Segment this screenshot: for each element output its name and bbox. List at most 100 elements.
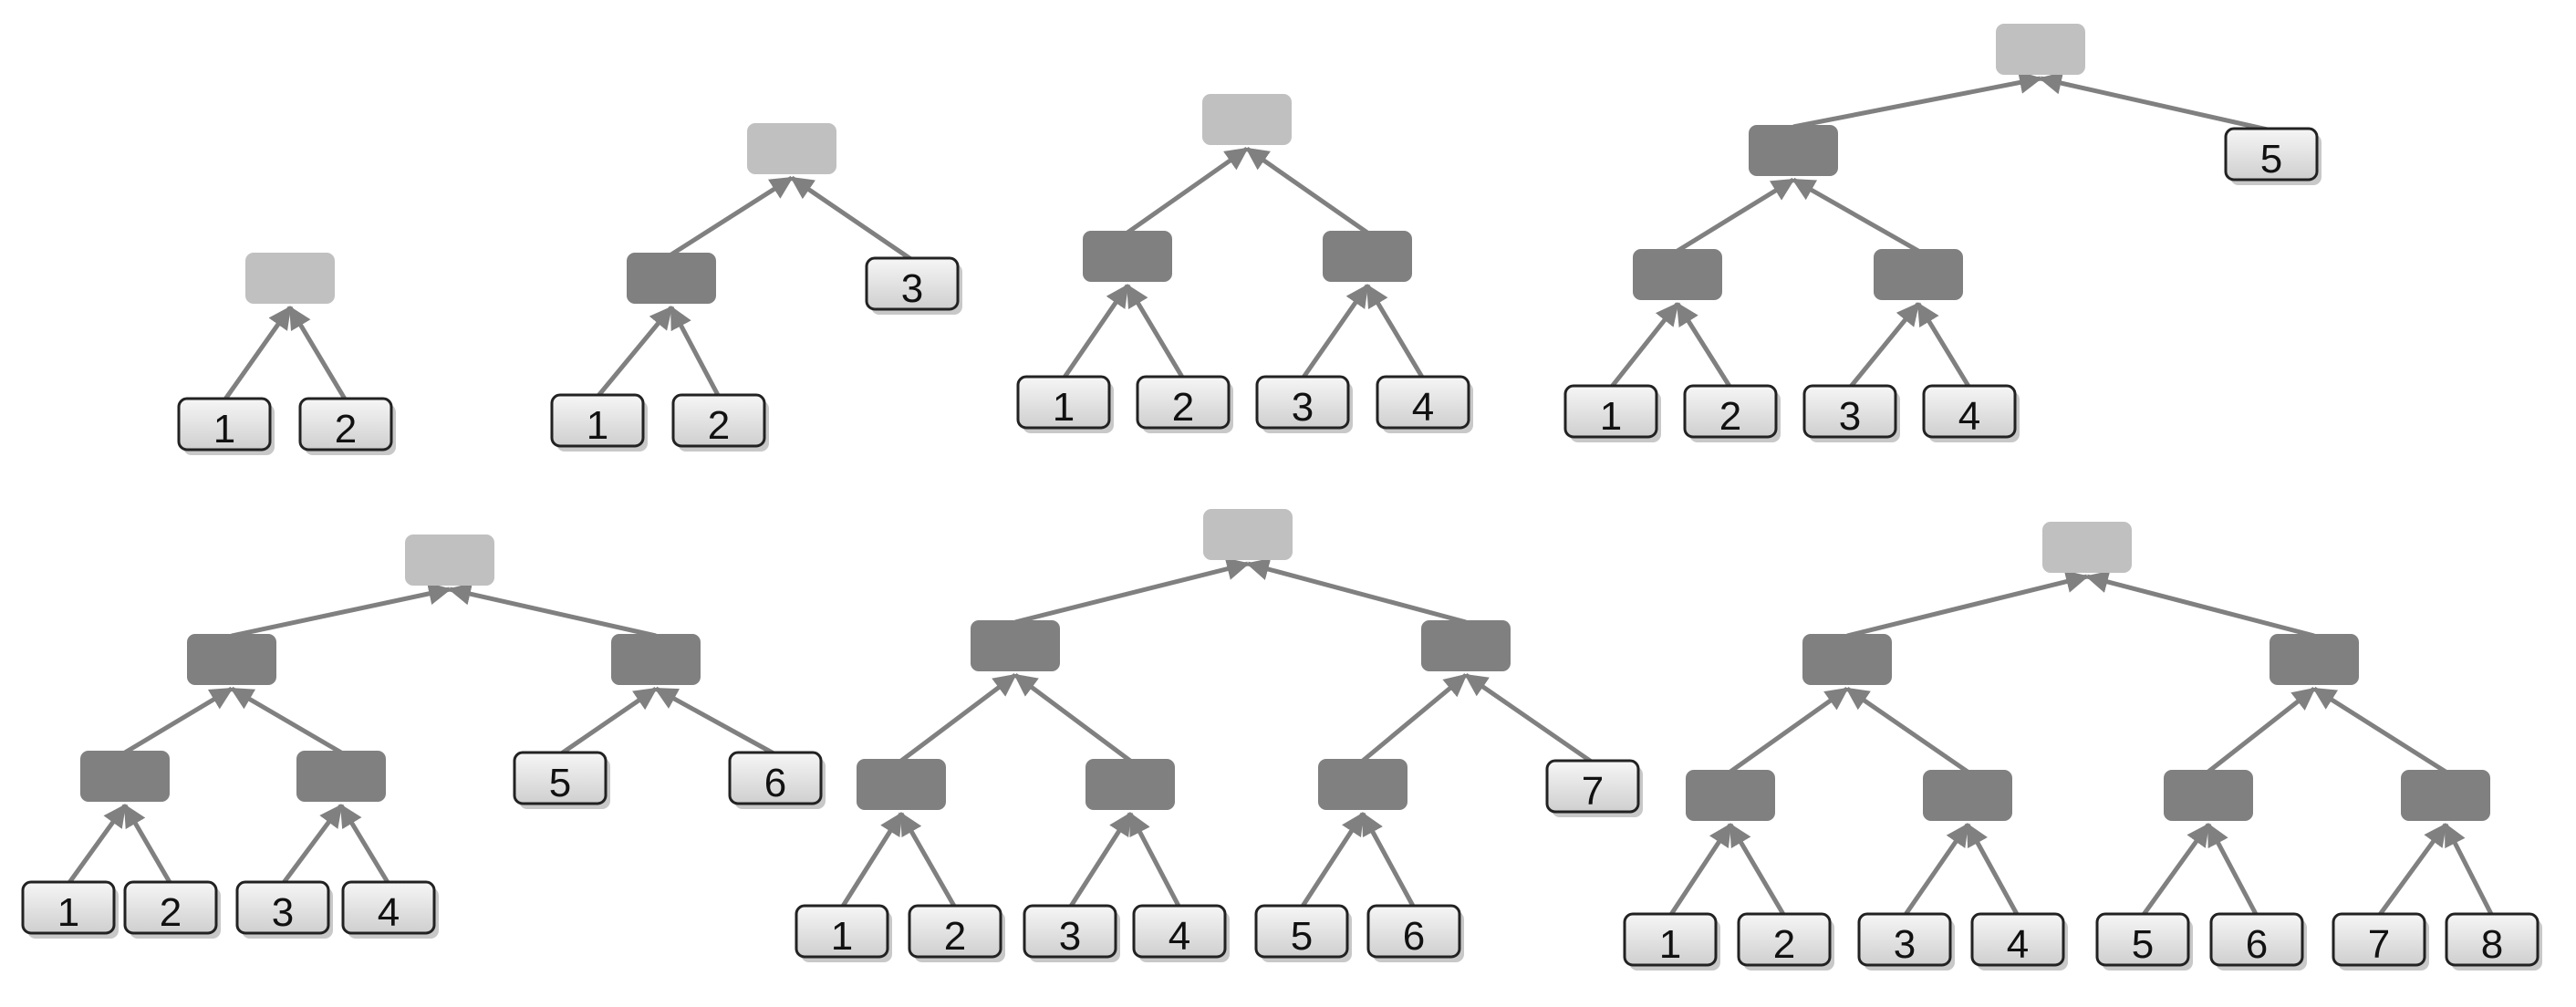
tree-6-leaf-node: 1 bbox=[795, 904, 892, 962]
tree-6-internal-node bbox=[1318, 759, 1407, 810]
tree-1-edge-arrow bbox=[222, 306, 293, 402]
tree-6-leaf-node: 6 bbox=[1366, 904, 1464, 962]
tree-2-root-node bbox=[747, 123, 836, 174]
tree-6-leaf-node: 4 bbox=[1132, 904, 1230, 962]
tree-6-leaf-node: 2 bbox=[908, 904, 1005, 962]
tree-3-leaf-node: 2 bbox=[1136, 375, 1233, 433]
leaf-label: 1 bbox=[57, 890, 79, 935]
leaf-label: 4 bbox=[1169, 914, 1190, 959]
leaf-label: 5 bbox=[2132, 922, 2154, 967]
tree-3-edge-arrow bbox=[1365, 284, 1426, 380]
tree-3-edge-arrow bbox=[1245, 146, 1369, 235]
leaf-label: 2 bbox=[1773, 922, 1795, 967]
tree-4-edge-arrow bbox=[1609, 302, 1679, 389]
tree-5-edge-arrow bbox=[280, 804, 344, 886]
tree-4-leaf-node: 3 bbox=[1802, 384, 1900, 442]
tree-3-internal-node bbox=[1323, 231, 1412, 282]
tree-7-leaf-node: 6 bbox=[2209, 912, 2307, 971]
tree-7-edge-arrow bbox=[2206, 823, 2259, 918]
tree-5-internal-node bbox=[187, 634, 276, 685]
tree-6-edge-arrow bbox=[1013, 672, 1132, 763]
leaf-label: 2 bbox=[944, 914, 966, 959]
tree-3-internal-node bbox=[1083, 231, 1172, 282]
tree-7-edge-arrow bbox=[2084, 570, 2315, 638]
tree-7-internal-node bbox=[1802, 634, 1892, 685]
tree-7-leaf-node: 4 bbox=[1970, 912, 2068, 971]
tree-1-leaf-node: 2 bbox=[298, 397, 396, 455]
leaf-label: 3 bbox=[901, 266, 923, 311]
tree-5-edge-arrow bbox=[654, 686, 777, 757]
tree-7-leaf-node: 2 bbox=[1737, 912, 1834, 971]
tree-3-edge-arrow bbox=[1300, 284, 1370, 380]
leaf-label: 2 bbox=[335, 407, 357, 452]
tree-7-leaf-node: 8 bbox=[2445, 912, 2542, 971]
tree-5-internal-node bbox=[296, 751, 386, 802]
tree-4-edge-arrow bbox=[1675, 302, 1733, 389]
tree-4-leaf-node: 5 bbox=[2224, 127, 2322, 185]
tree-5-leaf-node: 5 bbox=[513, 751, 610, 809]
tree-5-edge-arrow bbox=[230, 686, 343, 755]
tree-1-edge-arrow bbox=[287, 306, 348, 402]
tree-4-leaf-node: 1 bbox=[1563, 384, 1661, 442]
tree-7-edge-arrow bbox=[1728, 823, 1787, 918]
tree-2-edge-arrow bbox=[669, 306, 722, 399]
tree-2-leaf-node: 3 bbox=[865, 256, 962, 315]
tree-6-edge-arrow bbox=[1067, 812, 1133, 909]
tree-6-edge-arrow bbox=[1360, 812, 1417, 909]
tree-7-edge-arrow bbox=[2207, 687, 2316, 773]
tree-6-edge-arrow bbox=[839, 812, 904, 909]
tree-5-edge-arrow bbox=[447, 582, 657, 638]
tree-2-leaf-node: 1 bbox=[550, 393, 648, 452]
tree-4-edge-arrow bbox=[1792, 177, 1920, 254]
leaf-label: 6 bbox=[2246, 922, 2268, 967]
tree-2-leaf-node: 2 bbox=[671, 393, 769, 452]
tree-6-internal-node bbox=[971, 620, 1060, 671]
tree-5-edge-arrow bbox=[231, 582, 452, 638]
tree-3-leaf-node: 4 bbox=[1376, 375, 1473, 433]
tree-5-leaf-node: 6 bbox=[728, 751, 826, 809]
tree-5-edge-arrow bbox=[558, 686, 658, 757]
tree-6-internal-node bbox=[1421, 620, 1511, 671]
tree-7-internal-node bbox=[2401, 770, 2490, 821]
tree-4-edge-arrow bbox=[1676, 177, 1795, 254]
tree-3-root-node bbox=[1202, 94, 1292, 145]
tree-6-leaf-node: 7 bbox=[1545, 759, 1643, 817]
leaf-label: 5 bbox=[1291, 914, 1313, 959]
leaf-label: 2 bbox=[160, 890, 182, 935]
tree-7-root-node bbox=[2042, 522, 2132, 573]
tree-6-edge-arrow bbox=[1464, 672, 1594, 765]
tree-4-internal-node bbox=[1633, 249, 1722, 300]
tree-4-edge-arrow bbox=[1916, 302, 1972, 389]
tree-7-edge-arrow bbox=[2376, 823, 2448, 918]
tree-6-leaf-node: 5 bbox=[1254, 904, 1352, 962]
tree-5-internal-node bbox=[80, 751, 170, 802]
tree-7-edge-arrow bbox=[1965, 823, 2020, 918]
tree-2-edge-arrow bbox=[596, 306, 673, 399]
tree-3-leaf-node: 1 bbox=[1016, 375, 1114, 433]
leaf-label: 3 bbox=[272, 890, 294, 935]
tree-7-edge-arrow bbox=[1667, 823, 1733, 918]
leaf-label: 4 bbox=[1958, 394, 1980, 439]
tree-4-edge-arrow bbox=[2038, 71, 2272, 133]
tree-7-edge-arrow bbox=[2312, 686, 2447, 774]
leaf-label: 3 bbox=[1292, 385, 1314, 430]
tree-6-edge-arrow bbox=[1127, 812, 1182, 909]
tree-5-edge-arrow bbox=[123, 686, 234, 755]
tree-7-edge-arrow bbox=[2140, 823, 2211, 918]
tree-7-edge-arrow bbox=[2443, 823, 2495, 918]
leaf-label: 1 bbox=[1053, 385, 1075, 430]
tree-6-edge-arrow bbox=[898, 812, 958, 909]
tree-6-edge-arrow bbox=[1014, 557, 1251, 625]
leaf-label: 5 bbox=[549, 761, 571, 805]
tree-5-leaf-node: 2 bbox=[123, 880, 221, 939]
tree-7-edge-arrow bbox=[1729, 686, 1849, 774]
tree-5-root-node bbox=[405, 535, 494, 586]
tree-4-root-node bbox=[1996, 24, 2085, 75]
leaf-label: 1 bbox=[1659, 922, 1681, 967]
leaf-label: 4 bbox=[378, 890, 400, 935]
tree-3-edge-arrow bbox=[1126, 146, 1249, 235]
tree-3-edge-arrow bbox=[1125, 284, 1186, 380]
leaf-label: 4 bbox=[2007, 922, 2029, 967]
tree-7-edge-arrow bbox=[1846, 570, 2090, 638]
